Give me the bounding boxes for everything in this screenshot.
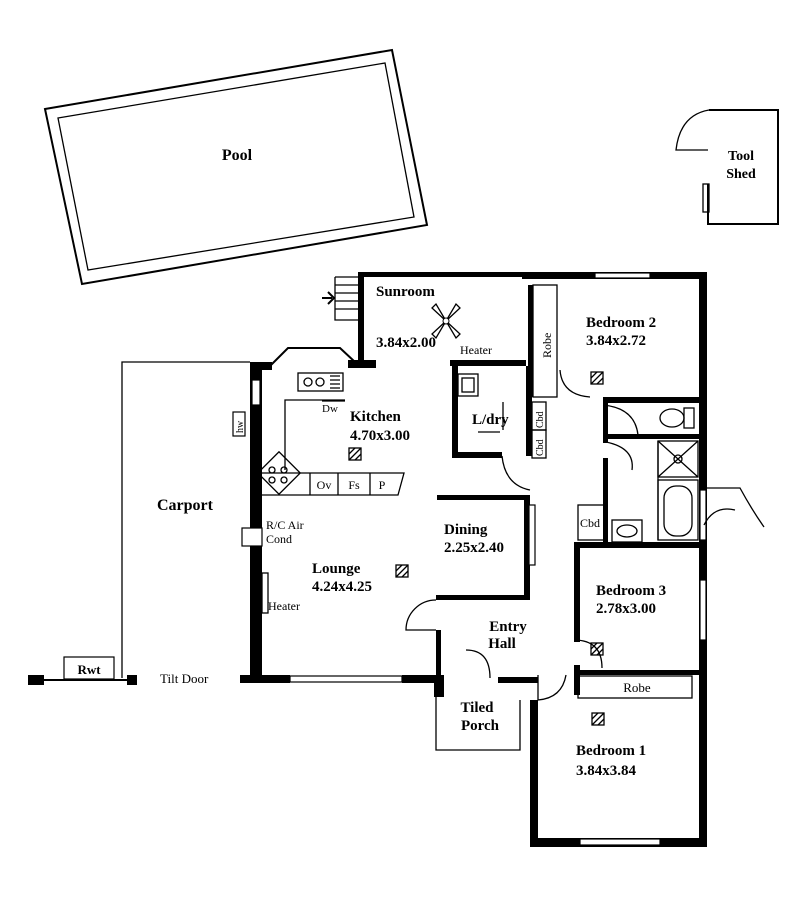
kitchen-size: 4.70x3.00 bbox=[350, 428, 410, 444]
lounge-heater-label: Heater bbox=[268, 599, 300, 613]
sunroom-heater-label: Heater bbox=[460, 343, 492, 357]
tool-shed-label-2: Shed bbox=[726, 167, 756, 182]
bedroom-3: Bedroom 3 2.78x3.00 bbox=[590, 583, 666, 656]
bedroom1-size: 3.84x3.84 bbox=[576, 763, 637, 779]
fridge-space-label: Fs bbox=[348, 478, 360, 492]
tool-shed: Tool Shed bbox=[675, 109, 779, 225]
pool-label: Pool bbox=[222, 147, 253, 164]
dining: Dining 2.25x2.40 bbox=[444, 504, 536, 566]
bathroom: Cbd bbox=[577, 407, 699, 543]
oven-label: Ov bbox=[317, 478, 332, 492]
dishwasher-label: Dw bbox=[322, 403, 338, 415]
tiled-porch-label-1: Tiled bbox=[460, 700, 494, 716]
heater-grille-icon bbox=[348, 447, 362, 461]
heater-grille-icon bbox=[590, 371, 604, 385]
bedroom3-size: 2.78x3.00 bbox=[596, 601, 656, 617]
sunroom-name: Sunroom bbox=[376, 284, 435, 300]
rainwater-tank-label: Rwt bbox=[77, 662, 101, 677]
bedroom2-robe-label: Robe bbox=[540, 333, 554, 358]
kitchen-name: Kitchen bbox=[350, 409, 401, 425]
sunroom: Sunroom 3.84x2.00 Heater bbox=[322, 276, 492, 357]
laundry-tub-icon bbox=[457, 373, 479, 397]
pool: Pool bbox=[43, 48, 429, 286]
toilet-icon bbox=[659, 407, 695, 429]
carport-label: Carport bbox=[157, 497, 214, 514]
dining-size: 2.25x2.40 bbox=[444, 540, 504, 556]
bedroom2-size: 3.84x2.72 bbox=[586, 333, 646, 349]
heater-grille-icon bbox=[591, 712, 605, 726]
heater-grille-icon bbox=[395, 564, 409, 578]
entry-hall: Entry Hall bbox=[488, 619, 527, 652]
bathtub-icon bbox=[657, 479, 699, 541]
tiled-porch-label-2: Porch bbox=[461, 718, 500, 734]
lounge-name: Lounge bbox=[312, 561, 361, 577]
pantry-label: P bbox=[379, 478, 386, 492]
doors bbox=[405, 369, 765, 701]
bedroom-1: Robe Bedroom 1 3.84x3.84 bbox=[576, 675, 693, 779]
air-conditioner-label-2: Cond bbox=[266, 532, 292, 546]
sink-icon bbox=[297, 372, 344, 392]
tilt-door-label: Tilt Door bbox=[160, 671, 209, 686]
bathroom-cupboard-label: Cbd bbox=[580, 516, 600, 530]
carport: Rwt Carport Tilt Door hw bbox=[28, 361, 250, 686]
bedroom-2: Robe Bedroom 2 3.84x2.72 bbox=[532, 284, 656, 398]
basin-icon bbox=[611, 519, 643, 543]
bedroom1-robe-label: Robe bbox=[623, 680, 651, 695]
entry-hall-label-1: Entry bbox=[489, 619, 527, 635]
air-conditioner-label-1: R/C Air bbox=[266, 518, 304, 532]
tool-shed-label-1: Tool bbox=[728, 149, 754, 164]
dining-name: Dining bbox=[444, 522, 488, 538]
lounge-size: 4.24x4.25 bbox=[312, 579, 372, 595]
ceiling-fan-icon bbox=[431, 302, 461, 340]
laundry: L/dry Cbd Cbd bbox=[457, 373, 547, 459]
sunroom-size: 3.84x2.00 bbox=[376, 335, 436, 351]
tiled-porch: Tiled Porch bbox=[460, 700, 499, 734]
kitchen: Dw Ov Fs P Kitchen 4.70x3.00 bbox=[256, 372, 410, 496]
bedroom1-name: Bedroom 1 bbox=[576, 743, 646, 759]
walls bbox=[240, 272, 707, 847]
entry-hall-label-2: Hall bbox=[488, 636, 516, 652]
heater-grille-icon bbox=[590, 642, 604, 656]
lounge: R/C Air Cond Heater Lounge 4.24x4.25 bbox=[241, 518, 409, 614]
laundry-cupboard-bottom-label: Cbd bbox=[535, 439, 546, 456]
stairs-icon bbox=[322, 276, 358, 321]
hot-water-label: hw bbox=[235, 420, 246, 433]
laundry-cupboard-top-label: Cbd bbox=[535, 411, 546, 428]
shower-icon bbox=[657, 440, 699, 478]
bedroom2-name: Bedroom 2 bbox=[586, 315, 656, 331]
bedroom3-name: Bedroom 3 bbox=[596, 583, 666, 599]
cooktop-icon bbox=[256, 450, 302, 496]
laundry-name: L/dry bbox=[472, 412, 509, 428]
